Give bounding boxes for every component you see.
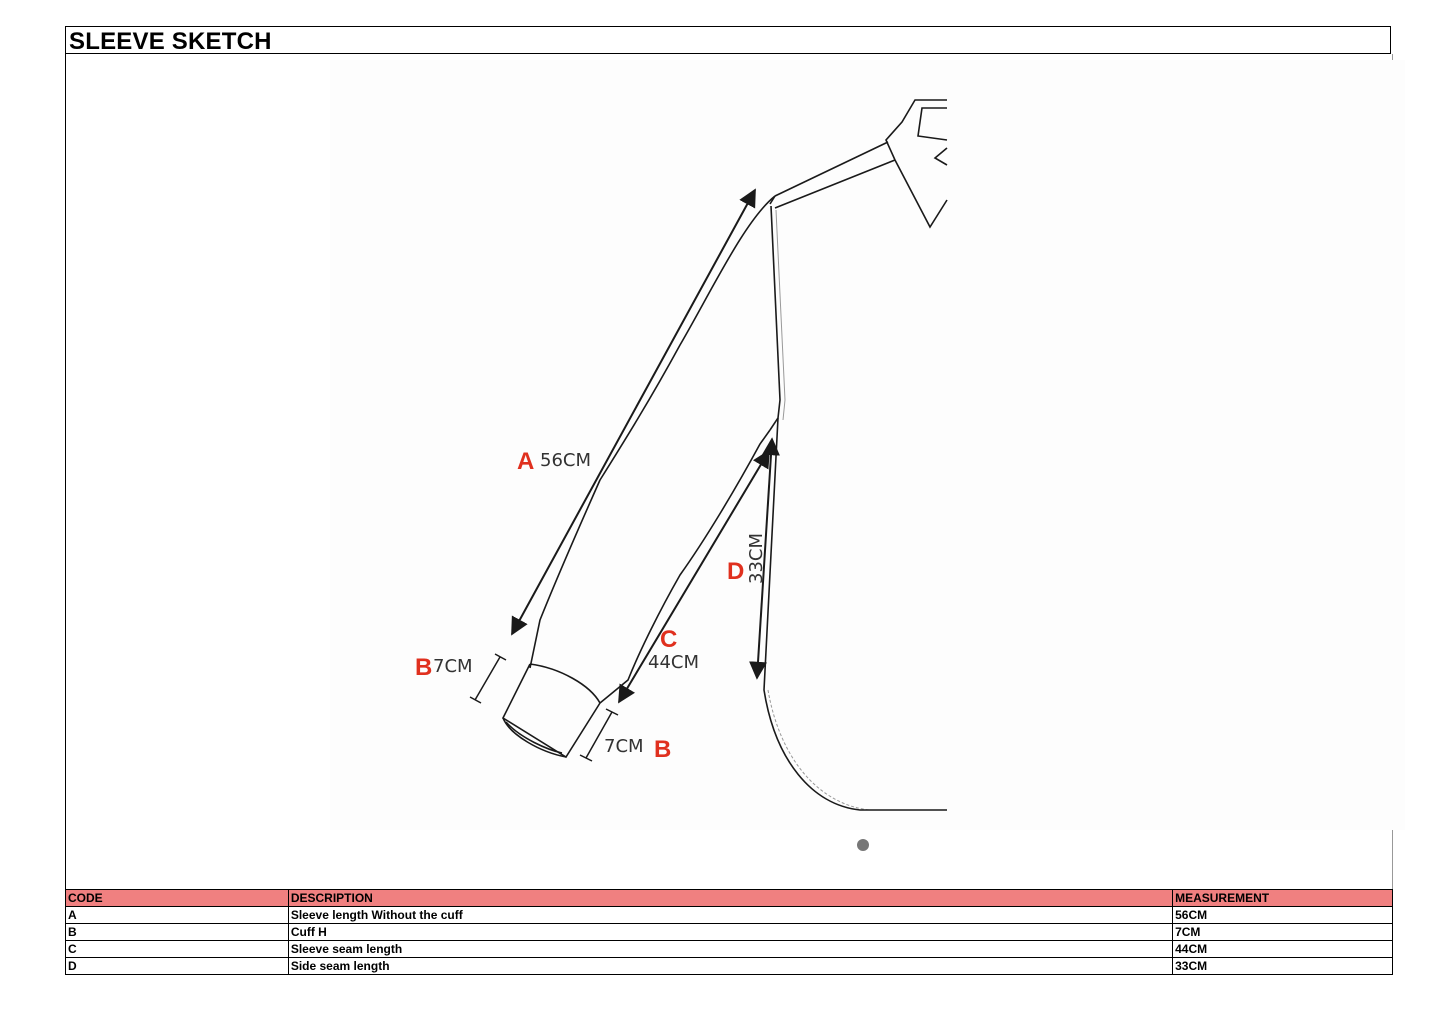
shoulder-drawing xyxy=(769,141,896,209)
dim-line-b-left xyxy=(469,653,507,704)
label-b2-letter: B xyxy=(654,736,671,763)
dim-line-c xyxy=(618,449,770,704)
table-row: A Sleeve length Without the cuff 56CM xyxy=(65,906,1393,924)
cell-description: Cuff H xyxy=(287,923,1174,941)
marker-dot xyxy=(857,839,869,851)
cell-measurement: 7CM xyxy=(1172,923,1393,941)
cell-code: C xyxy=(65,940,289,958)
cell-description: Sleeve seam length xyxy=(287,940,1174,958)
dim-line-a xyxy=(511,188,756,636)
cell-code: D xyxy=(65,957,289,975)
body-side-seam xyxy=(763,417,947,811)
cell-code: B xyxy=(65,923,289,941)
header-description: DESCRIPTION xyxy=(287,889,1174,907)
collar-drawing xyxy=(885,99,948,229)
title-bar: SLEEVE SKETCH xyxy=(65,26,1391,55)
cell-measurement: 44CM xyxy=(1172,940,1393,958)
label-b1-letter: B xyxy=(415,654,432,681)
cuff-drawing xyxy=(501,663,601,759)
measurement-table: CODE DESCRIPTION MEASUREMENT A Sleeve le… xyxy=(65,889,1393,975)
cell-measurement: 33CM xyxy=(1172,957,1393,975)
header-measurement: MEASUREMENT xyxy=(1172,889,1393,907)
dim-line-d xyxy=(749,437,780,680)
label-a-value: 56CM xyxy=(540,450,591,471)
cell-code: A xyxy=(65,906,289,924)
label-b2-value: 7CM xyxy=(604,736,644,757)
header-code: CODE xyxy=(65,889,289,907)
label-d-value: 33CM xyxy=(746,533,767,584)
table-row: C Sleeve seam length 44CM xyxy=(65,940,1393,958)
cell-description: Sleeve length Without the cuff xyxy=(287,906,1174,924)
label-b1-value: 7CM xyxy=(433,656,473,677)
label-c-letter: C xyxy=(660,626,677,653)
dim-line-b-right xyxy=(579,708,619,762)
stitch-lines xyxy=(767,209,947,811)
cell-measurement: 56CM xyxy=(1172,906,1393,924)
table-row: D Side seam length 33CM xyxy=(65,957,1393,975)
label-d-letter: D xyxy=(727,558,744,585)
table-row: B Cuff H 7CM xyxy=(65,923,1393,941)
sketch-background xyxy=(330,60,1405,830)
table-header-row: CODE DESCRIPTION MEASUREMENT xyxy=(65,889,1393,907)
cell-description: Side seam length xyxy=(287,957,1174,975)
label-c-value: 44CM xyxy=(648,652,699,673)
page-title: SLEEVE SKETCH xyxy=(69,28,272,55)
label-a-letter: A xyxy=(517,448,534,475)
